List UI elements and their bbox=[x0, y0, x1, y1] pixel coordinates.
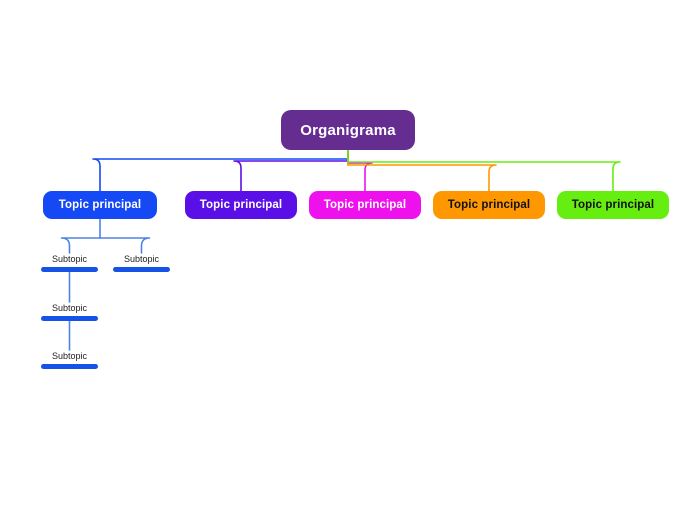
topic-node-2[interactable]: Topic principal bbox=[185, 191, 297, 219]
topic-node-1[interactable]: Topic principal bbox=[43, 191, 157, 219]
subtopic-node-3-bar bbox=[41, 316, 98, 321]
subtopic-node-1-bar bbox=[41, 267, 98, 272]
topic-node-3-label: Topic principal bbox=[323, 199, 407, 211]
subtopic-node-2[interactable]: Subtopic bbox=[113, 253, 170, 272]
topic-node-5[interactable]: Topic principal bbox=[557, 191, 669, 219]
subtopic-node-1-label: Subtopic bbox=[51, 254, 88, 264]
topic-node-4-label: Topic principal bbox=[447, 199, 531, 211]
subtopic-node-4[interactable]: Subtopic bbox=[41, 350, 98, 369]
topic-node-2-label: Topic principal bbox=[199, 199, 283, 211]
subtopic-node-4-bar bbox=[41, 364, 98, 369]
root-node-label: Organigrama bbox=[300, 121, 396, 139]
root-node-organigrama[interactable]: Organigrama bbox=[281, 110, 415, 150]
subtopic-node-2-label: Subtopic bbox=[123, 254, 160, 264]
topic-node-4[interactable]: Topic principal bbox=[433, 191, 545, 219]
subtopic-node-3-label: Subtopic bbox=[51, 303, 88, 313]
subtopic-node-4-label: Subtopic bbox=[51, 351, 88, 361]
subtopic-node-1[interactable]: Subtopic bbox=[41, 253, 98, 272]
subtopic-node-3[interactable]: Subtopic bbox=[41, 302, 98, 321]
subtopic-node-2-bar bbox=[113, 267, 170, 272]
topic-node-3[interactable]: Topic principal bbox=[309, 191, 421, 219]
topic-node-5-label: Topic principal bbox=[571, 199, 655, 211]
topic-node-1-label: Topic principal bbox=[58, 199, 142, 211]
